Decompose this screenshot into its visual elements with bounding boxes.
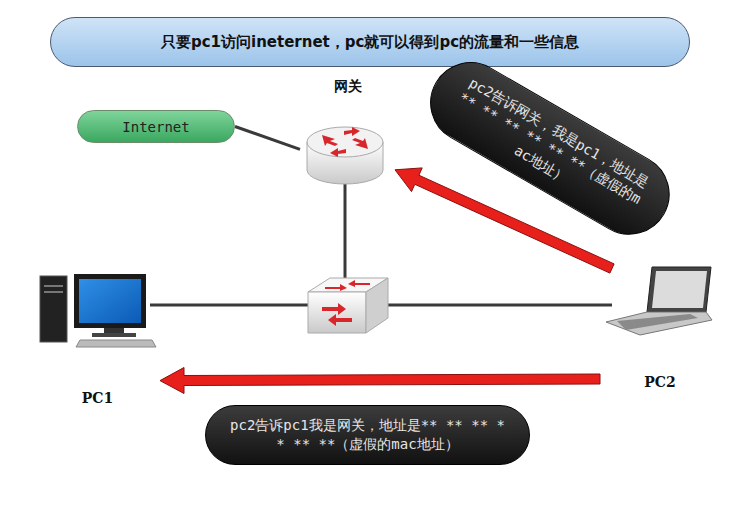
node-label: pc2告诉pc1我是网关，地址是** ** ** ** ** **（虚假的mac…: [228, 416, 507, 454]
internet-box: Internet: [77, 110, 235, 143]
callout-box: pc2告诉pc1我是网关，地址是** ** ** ** ** **（虚假的mac…: [205, 405, 530, 465]
pc-node: PC1: [35, 270, 160, 410]
red-arrow: [160, 368, 600, 394]
node-label: PC2: [600, 374, 720, 390]
node-label: 网关: [300, 78, 395, 96]
gateway-node: 网关: [300, 78, 395, 180]
node-label: Internet: [122, 119, 189, 135]
node-label: PC1: [35, 390, 160, 406]
network-link: [235, 127, 300, 150]
pc1-icon: [40, 274, 156, 347]
router-icon: [307, 127, 383, 184]
pc2-laptop-icon: [606, 267, 712, 335]
title-banner: 只要pc1访问ineternet，pc就可以得到pc的流量和一些信息: [50, 17, 690, 67]
title-text: 只要pc1访问ineternet，pc就可以得到pc的流量和一些信息: [161, 33, 579, 52]
switch-icon: [308, 278, 388, 333]
pc-node: PC2: [600, 262, 720, 392]
callout-box: pc2告诉网关，我是pc1，地址是** ** ** ** ** **（虚假的ma…: [416, 47, 685, 249]
